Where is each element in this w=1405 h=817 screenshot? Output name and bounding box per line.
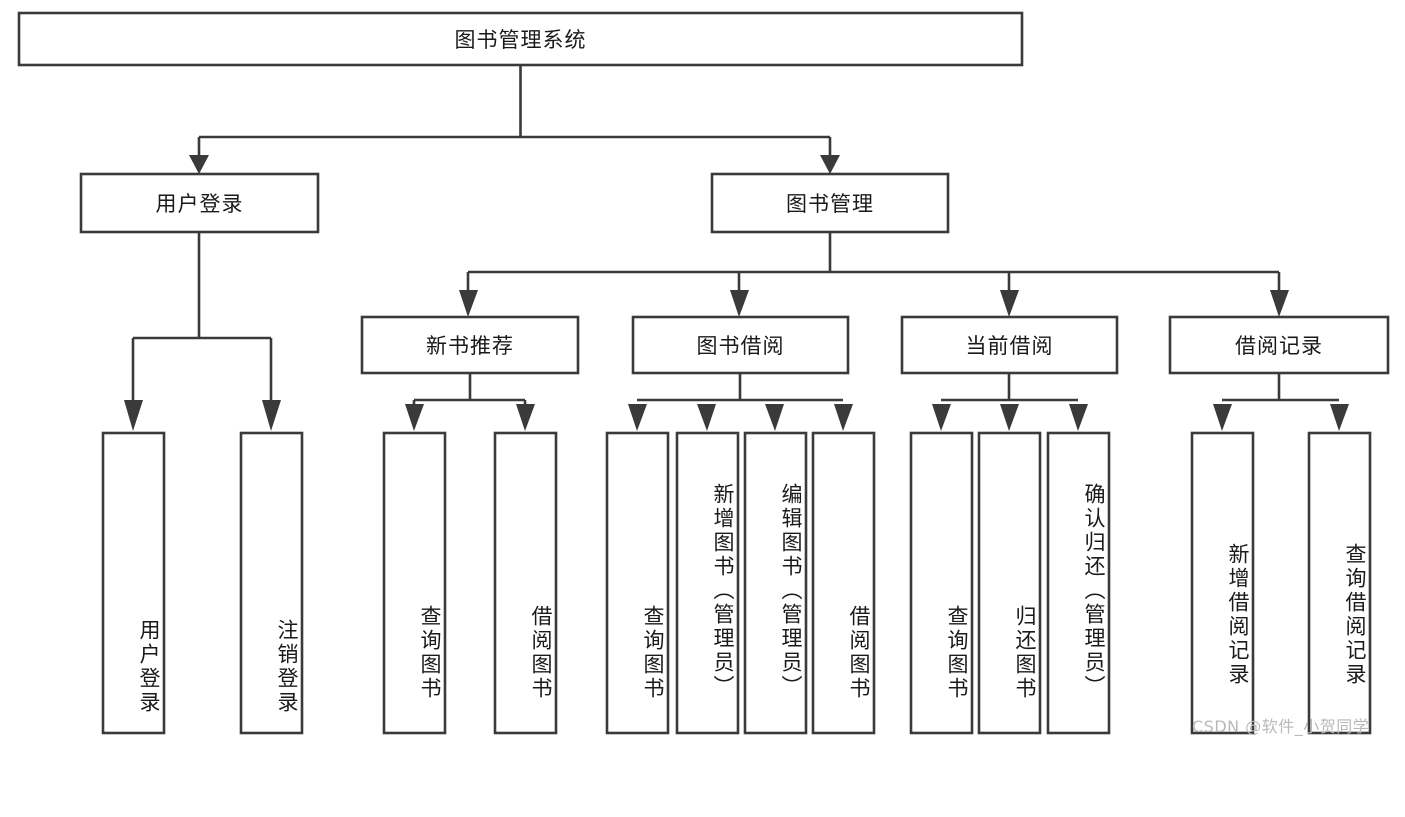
node-box-borrow-record[interactable] [1168,315,1390,375]
arrow-head-bb-add [697,404,716,431]
arrow-head-current-borrow [1000,290,1019,317]
arrow-head-cb-confirm [1069,404,1088,431]
arrow-head-bb-edit [765,404,784,431]
node-box-leaf-10[interactable] [1046,431,1111,735]
arrow-head-bb-borrow [834,404,853,431]
node-box-root[interactable] [17,11,1024,67]
arrow-head-cb-return [1000,404,1019,431]
node-box-current-borrow[interactable] [900,315,1119,375]
node-box-user-login[interactable] [79,172,320,234]
arrow-head-br-query [1330,404,1349,431]
arrow-head-bb-query [628,404,647,431]
node-box-leaf-12[interactable] [1307,431,1372,735]
arrow-head-leaf-user-login [124,400,143,431]
arrow-head-cb-query [932,404,951,431]
node-box-leaf-11[interactable] [1190,431,1255,735]
flowchart-diagram: 图书管理系统 用户登录 图书管理 新书推荐 图书借阅 当前借阅 借阅记录 用户登… [17,11,1390,736]
node-box-book-management[interactable] [710,172,950,234]
arrow-head-br-add [1213,404,1232,431]
arrow-head-to-bookmgmt [820,155,840,174]
arrow-head-borrow-record [1270,290,1289,317]
arrow-head-nbr-borrow [516,404,535,431]
node-box-leaf-0[interactable] [101,431,166,735]
node-box-new-book-recommend[interactable] [360,315,580,375]
node-box-leaf-6[interactable] [743,431,808,735]
arrow-head-new-book-rec [459,290,478,317]
node-box-leaf-5[interactable] [675,431,740,735]
node-box-leaf-2[interactable] [382,431,447,735]
node-box-leaf-8[interactable] [909,431,974,735]
node-box-leaf-1[interactable] [239,431,304,735]
arrow-head-book-borrow [730,290,749,317]
diagram-canvas [17,11,1390,735]
node-box-book-borrow[interactable] [631,315,850,375]
node-box-leaf-4[interactable] [605,431,670,735]
node-box-leaf-7[interactable] [811,431,876,735]
arrow-head-to-login [189,155,209,174]
node-box-leaf-9[interactable] [977,431,1042,735]
node-box-leaf-3[interactable] [493,431,558,735]
arrow-head-leaf-logout [262,400,281,431]
arrow-head-nbr-query [405,404,424,431]
